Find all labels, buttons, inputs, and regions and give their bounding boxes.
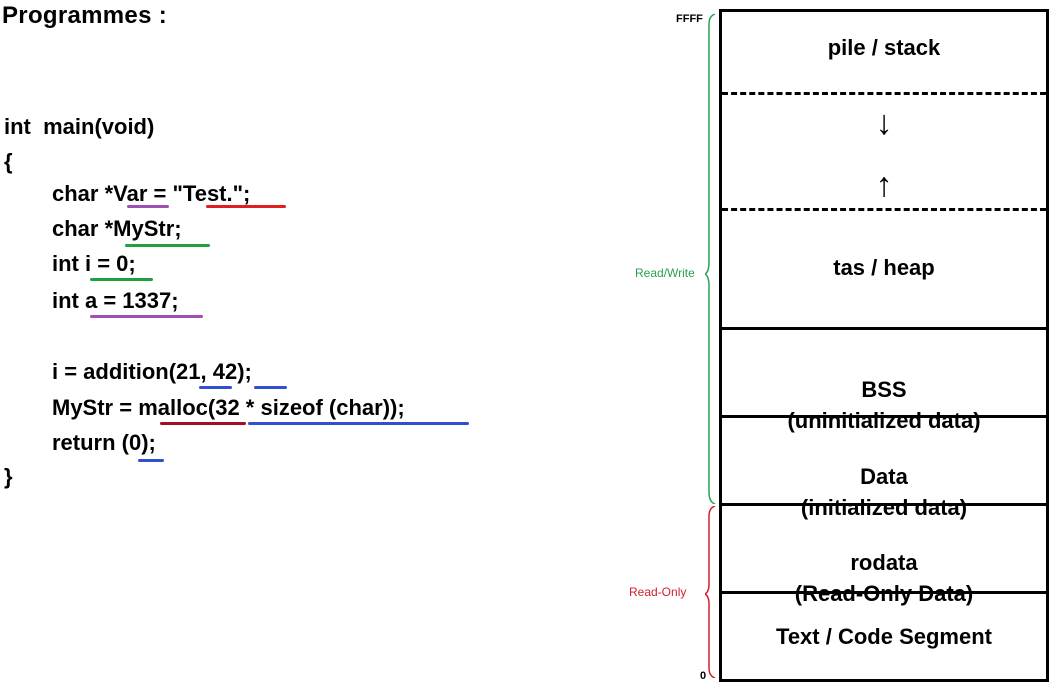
code-line: } (4, 464, 13, 489)
underline-arg-42 (254, 386, 287, 389)
code-line: int main(void) (4, 114, 155, 139)
memory-layout: pile / stack ↓ ↑ tas / heap BSS (uniniti… (719, 9, 1049, 682)
underline-malloc (160, 422, 246, 425)
underline-malloc-arg (248, 422, 469, 425)
read-write-brace (705, 14, 716, 504)
segment-data-label: Data (initialized data) (800, 464, 968, 520)
underline-i (90, 278, 153, 281)
segment-bss-label: BSS (uninitialized data) (787, 377, 981, 433)
arrow-up-icon: ↑ (875, 166, 893, 204)
segment-stack-label: pile / stack (827, 35, 941, 60)
read-write-label: Read/Write (635, 266, 695, 280)
segment-text-label: Text / Code Segment (776, 624, 992, 649)
segment-text: Text / Code Segment (722, 591, 1046, 679)
segment-rodata: rodata (Read-Only Data) (722, 503, 1046, 606)
code-line: MyStr = malloc(32 * sizeof (char)); (52, 395, 405, 420)
code-line: return (0); (52, 430, 156, 455)
underline-mystr (125, 244, 210, 247)
read-only-brace (705, 506, 716, 678)
arrow-down-icon: ↓ (875, 104, 893, 142)
segment-heap: tas / heap (722, 252, 1046, 283)
page-title: Programmes : (2, 2, 167, 29)
code-line: char *MyStr; (52, 216, 182, 241)
underline-arg-21 (199, 386, 232, 389)
underline-test-string (206, 205, 286, 208)
address-top-label: FFFF (676, 13, 703, 25)
code-line: int i = 0; (52, 251, 136, 276)
heap-dashed-boundary (722, 208, 1046, 211)
segment-data: Data (initialized data) (722, 415, 1046, 520)
code-line: int a = 1337; (52, 288, 179, 313)
address-bottom-label: 0 (700, 670, 707, 682)
code-line: char *Var = "Test."; (52, 181, 251, 206)
underline-return-value (138, 459, 164, 462)
read-only-label: Read-Only (629, 585, 687, 599)
segment-bss: BSS (uninitialized data) (722, 327, 1046, 433)
segment-stack: pile / stack (722, 32, 1046, 63)
stack-dashed-boundary (722, 92, 1046, 95)
underline-a (90, 315, 203, 318)
segment-heap-label: tas / heap (833, 255, 935, 280)
code-line: i = addition(21, 42); (52, 359, 252, 384)
underline-var (127, 205, 169, 208)
code-line: { (4, 149, 13, 174)
